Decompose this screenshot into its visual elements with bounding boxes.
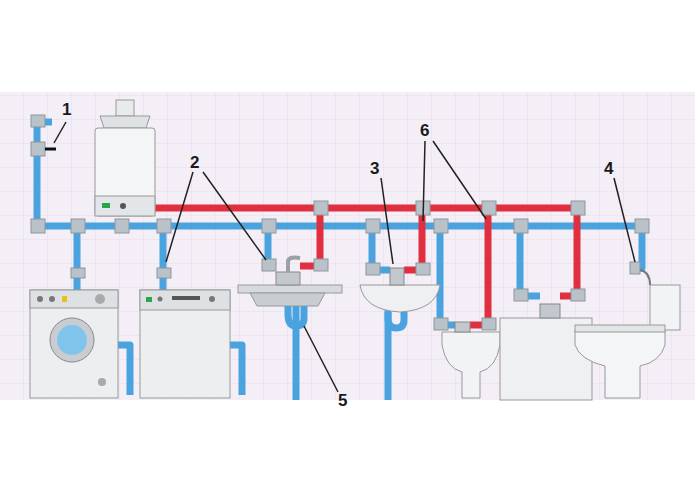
callout-number: 5: [336, 392, 349, 409]
callout-number: 2: [188, 154, 201, 171]
callout-number: 3: [368, 160, 381, 177]
callout-number: 4: [602, 160, 615, 177]
callout-number: 6: [418, 122, 431, 139]
callout-number: 1: [60, 101, 73, 118]
